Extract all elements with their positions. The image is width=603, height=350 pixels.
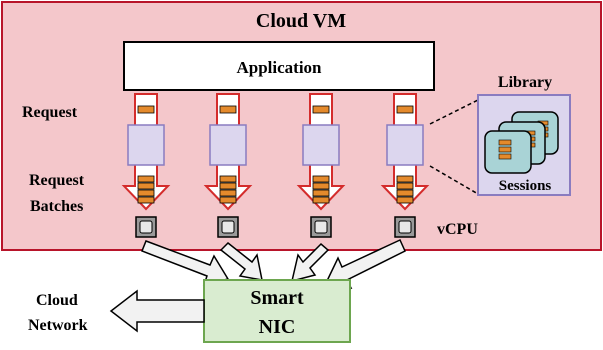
cloud-network-label-line2: Network (28, 317, 88, 334)
batch-item-3-4 (312, 196, 330, 204)
vcpu-core-1 (139, 220, 153, 234)
batch-item-2-1 (219, 175, 237, 183)
request-batches-label-line1: Request (29, 172, 85, 189)
batch-item-3-1 (312, 175, 330, 183)
cloud-vm-title: Cloud VM (256, 10, 346, 32)
library-connector-top (429, 99, 479, 125)
batch-item-1-2 (137, 182, 155, 190)
vcpu-core-3 (314, 220, 328, 234)
batch-item-4-4 (396, 196, 414, 204)
application-label: Application (236, 58, 322, 77)
batch-item-2-3 (219, 189, 237, 197)
vcpu-core-2 (221, 220, 235, 234)
session-cards (484, 111, 559, 174)
vcpu-to-nic-arrows (141, 239, 406, 290)
request-batches-label-line2: Batches (30, 198, 83, 215)
smartnic-label-line2: NIC (259, 316, 296, 338)
application-box (123, 41, 435, 91)
nic-to-network-arrow (109, 289, 205, 333)
request-item-2 (219, 105, 237, 114)
batch-item-2-4 (219, 196, 237, 204)
smartnic-label-line1: Smart (250, 287, 304, 309)
lane-library-3 (302, 124, 340, 166)
batch-item-1-1 (137, 175, 155, 183)
batch-item-4-3 (396, 189, 414, 197)
smartnic-box (203, 279, 351, 343)
request-item-1 (137, 105, 155, 114)
batch-item-3-3 (312, 189, 330, 197)
batch-item-1-4 (137, 196, 155, 204)
library-connector-bottom (429, 165, 479, 195)
lane-library-2 (209, 124, 247, 166)
request-label: Request (22, 104, 78, 121)
request-item-3 (312, 105, 330, 114)
vcpu3-arrow (290, 242, 330, 283)
lane-library-1 (127, 124, 165, 166)
sessions-label: Sessions (499, 178, 552, 194)
batch-item-4-1 (396, 175, 414, 183)
vcpu-label: vCPU (437, 221, 478, 238)
vcpu2-arrow (219, 241, 263, 281)
request-item-4 (396, 105, 414, 114)
batch-item-3-2 (312, 182, 330, 190)
vcpu-core-4 (398, 220, 412, 234)
library-label: Library (498, 74, 552, 91)
batch-item-4-2 (396, 182, 414, 190)
cloud-network-label-line1: Cloud (36, 292, 78, 309)
batch-item-2-2 (219, 182, 237, 190)
request-lanes (121, 93, 430, 238)
lane-library-4 (386, 124, 424, 166)
batch-item-1-3 (137, 189, 155, 197)
